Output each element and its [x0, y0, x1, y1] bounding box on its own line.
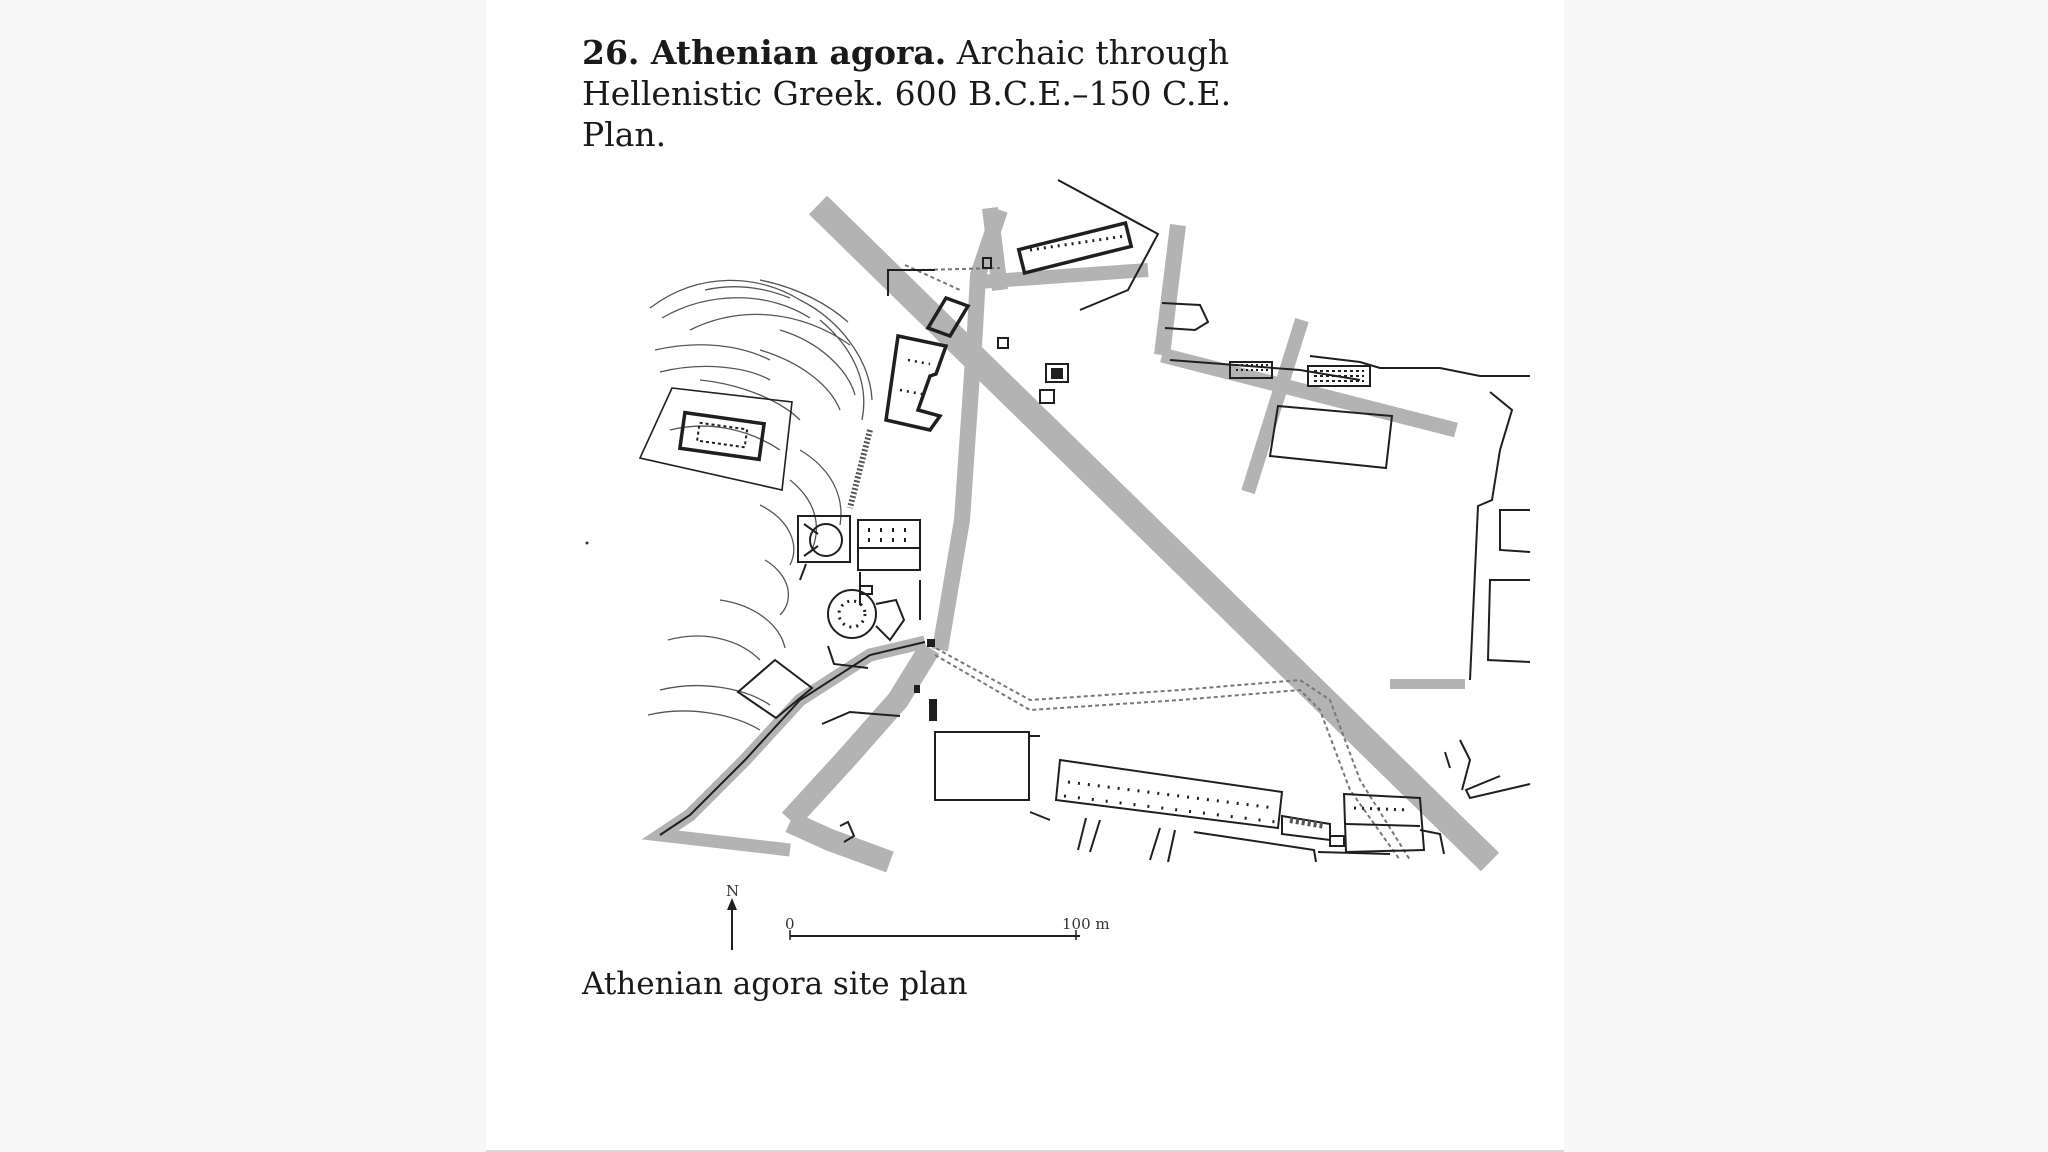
tholos	[827, 589, 877, 639]
figure-number-title: 26. Athenian agora.	[582, 33, 947, 72]
east-road-north	[1154, 224, 1186, 356]
stray-dot	[585, 541, 589, 545]
north-label: N	[726, 882, 739, 900]
figure-description-line2: Hellenistic Greek. 600 B.C.E.–150 C.E.	[582, 74, 1232, 113]
panathenaic-way	[808, 195, 1500, 872]
southwest-structures	[736, 639, 937, 725]
scale-bar: 0 100 m	[785, 915, 1110, 940]
south-west-road	[781, 642, 940, 828]
bottom-divider	[486, 1150, 1564, 1152]
north-arrow: N	[726, 882, 739, 950]
figure-caption: Athenian agora site plan	[582, 966, 968, 1002]
figure-description-line3: Plan.	[582, 115, 667, 154]
scale-end-label: 100 m	[1062, 915, 1110, 933]
roads	[641, 195, 1500, 873]
west-road	[932, 207, 1008, 652]
north-east-road	[1241, 317, 1309, 495]
northern-buildings	[887, 179, 1210, 404]
figure-description-line1: Archaic through	[946, 33, 1230, 72]
great-drain-edge	[659, 641, 926, 836]
hill-contours	[647, 279, 873, 731]
north-road-to-stoa	[977, 263, 1149, 289]
scale-start-label: 0	[785, 915, 795, 933]
stoa-of-zeus	[884, 295, 971, 432]
temple-of-hephaistos	[638, 387, 793, 491]
southeast-fountain-house	[1317, 792, 1445, 855]
stepped-terrace	[847, 429, 873, 509]
eastern-structures	[1169, 355, 1531, 800]
heliaia	[934, 731, 1040, 801]
bouleuterion-complex	[797, 515, 921, 669]
southern-fork	[785, 811, 894, 873]
east-road	[1160, 347, 1458, 438]
page-background	[486, 0, 1564, 1152]
south-stoa	[839, 758, 1331, 863]
